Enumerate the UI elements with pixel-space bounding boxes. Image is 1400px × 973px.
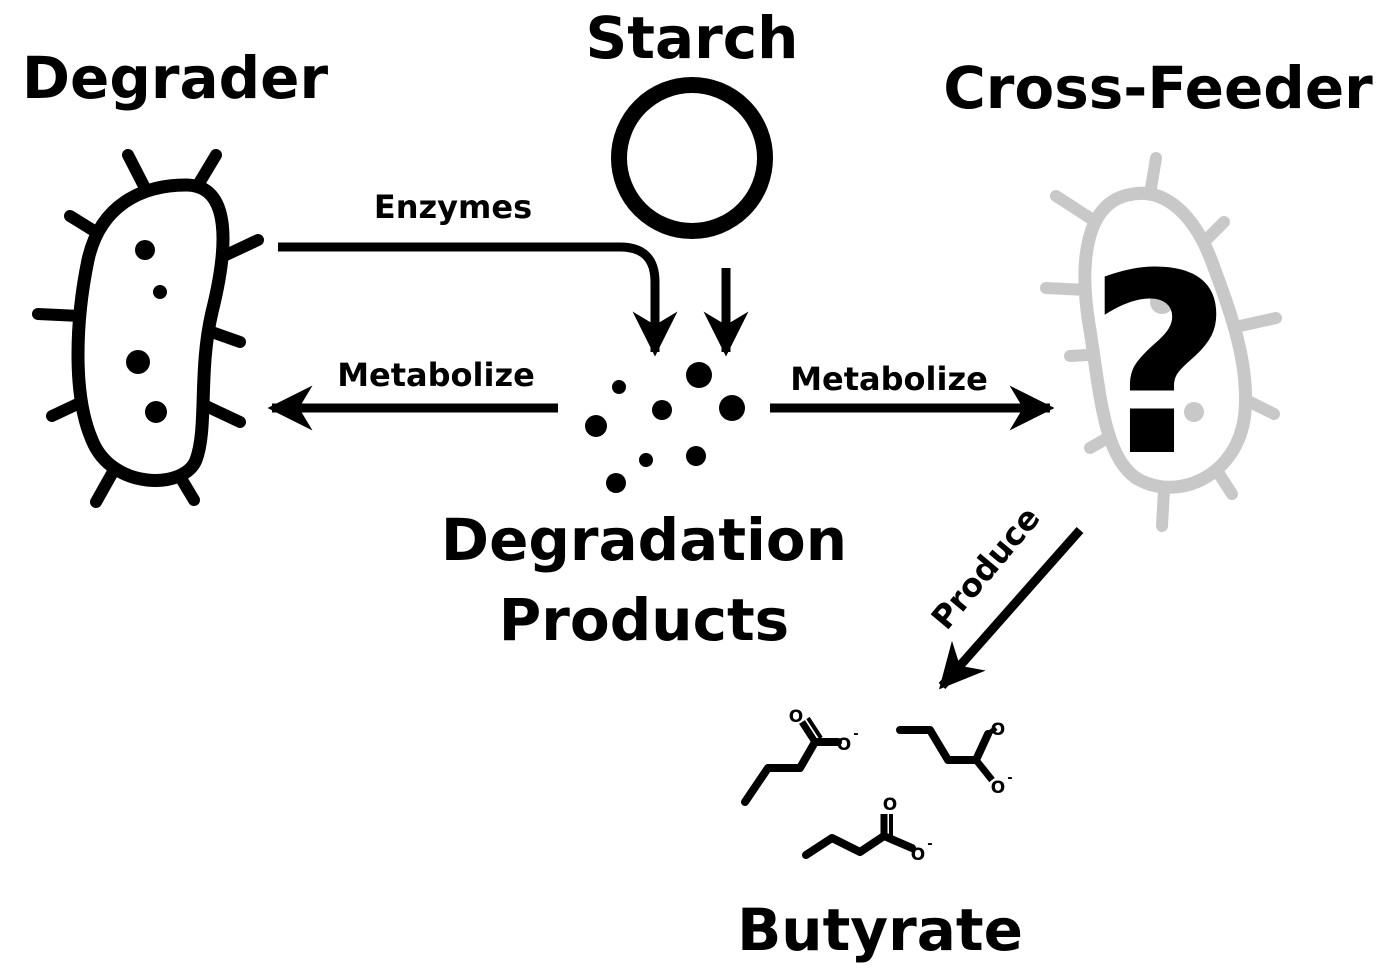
- negative-charge-label: -: [927, 837, 932, 852]
- product-particle: [606, 473, 626, 493]
- cross-feeder-granule: [1150, 290, 1174, 314]
- cross-feeder-cell-body: [1078, 187, 1253, 494]
- butyrate-molecule-3: O O -: [802, 795, 933, 865]
- degrader-title: Degrader: [22, 44, 329, 112]
- cross-feeder-title: Cross-Feeder: [943, 54, 1373, 122]
- degrader-granule: [126, 350, 150, 374]
- carbonyl-bond: [986, 726, 998, 736]
- degradation-products-title-line1: Degradation: [441, 506, 847, 574]
- degrader-granule: [153, 285, 167, 299]
- butyrate-molecule-2: O O -: [896, 720, 1013, 798]
- oxygen-atom-label: O: [991, 720, 1005, 740]
- negative-charge-label: -: [853, 727, 858, 742]
- metabolize-left-label: Metabolize: [337, 356, 535, 394]
- degrader-granule: [145, 401, 167, 423]
- oxygen-atom-label: O: [911, 845, 925, 865]
- oxygen-atom-label: O: [991, 778, 1005, 798]
- product-particle: [686, 446, 706, 466]
- product-particle: [639, 453, 653, 467]
- oxygen-atom-label: O: [883, 795, 897, 815]
- carbon-chain: [802, 832, 916, 859]
- product-particle: [652, 400, 672, 420]
- carbon-chain: [896, 726, 992, 764]
- cross-feeder-granule: [1184, 402, 1204, 422]
- degrader-bacterium-icon: [32, 149, 264, 508]
- starch-circle-icon: [611, 77, 773, 239]
- enzymes-arrow: [278, 242, 678, 357]
- carboxylate-bond: [973, 757, 995, 783]
- starch-title: Starch: [586, 4, 799, 72]
- carbon-chain: [741, 738, 842, 806]
- product-particle: [719, 395, 745, 421]
- butyrate-title: Butyrate: [737, 896, 1023, 964]
- degradation-products-title-line2: Products: [499, 586, 789, 654]
- butyrate-molecule-1: O O -: [741, 707, 859, 806]
- product-particle: [585, 415, 607, 437]
- degradation-products-particles: [585, 362, 745, 493]
- cross-feeder-bacterium-icon: ?: [1040, 152, 1282, 532]
- metabolize-right-label: Metabolize: [790, 360, 988, 398]
- product-particle: [686, 362, 712, 388]
- degrader-granule: [135, 240, 155, 260]
- question-mark-icon: ?: [1087, 220, 1232, 511]
- carbonyl-bond: [806, 716, 823, 740]
- product-particle: [612, 380, 626, 394]
- degrader-cell-body: [71, 178, 230, 487]
- produce-label: Produce: [924, 499, 1048, 636]
- oxygen-atom-label: O: [789, 707, 803, 727]
- enzymes-label: Enzymes: [374, 188, 532, 226]
- negative-charge-label: -: [1007, 771, 1012, 786]
- oxygen-atom-label: O: [837, 735, 851, 755]
- produce-arrow: [938, 527, 1084, 690]
- carbonyl-bond: [799, 720, 818, 744]
